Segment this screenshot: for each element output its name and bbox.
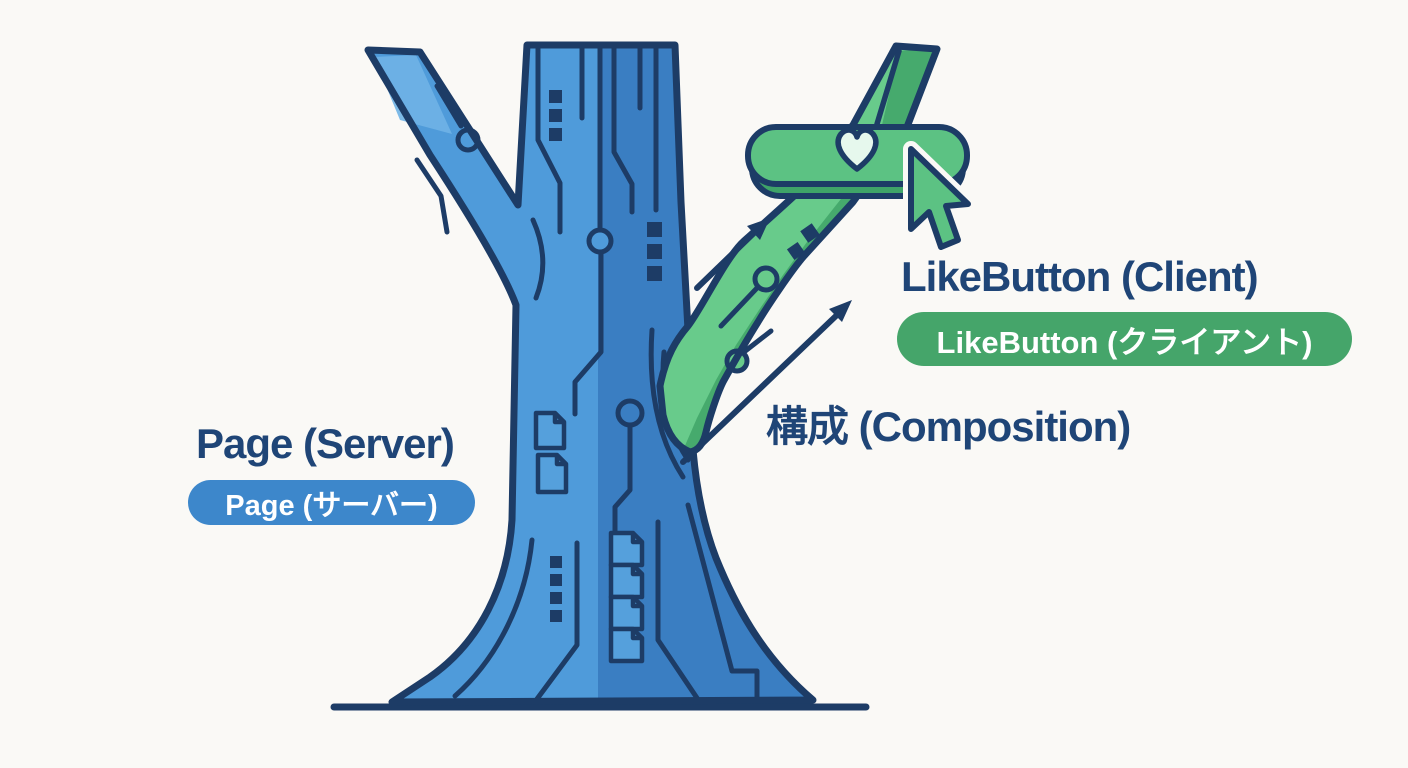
heart-icon xyxy=(835,127,879,172)
client-branch xyxy=(656,42,941,456)
like-button-graphic xyxy=(745,124,976,255)
circuit-squares xyxy=(549,90,662,622)
circuit-pattern xyxy=(414,42,760,702)
arrow-up-right-icon xyxy=(680,300,852,465)
document-icon xyxy=(533,410,645,664)
circuit-pattern-branch xyxy=(718,285,774,355)
server-pill-badge: Page (サーバー) xyxy=(188,480,475,525)
composition-label: 構成 (Composition) xyxy=(766,403,1131,450)
cursor-icon xyxy=(908,146,971,250)
arrow-up-right-icon xyxy=(694,218,770,291)
client-heading: LikeButton (Client) xyxy=(901,253,1259,300)
client-pill-badge: LikeButton (クライアント) xyxy=(897,312,1352,366)
server-heading: Page (Server) xyxy=(196,420,455,467)
composition-arrows xyxy=(680,218,852,465)
server-trunk xyxy=(364,41,817,706)
